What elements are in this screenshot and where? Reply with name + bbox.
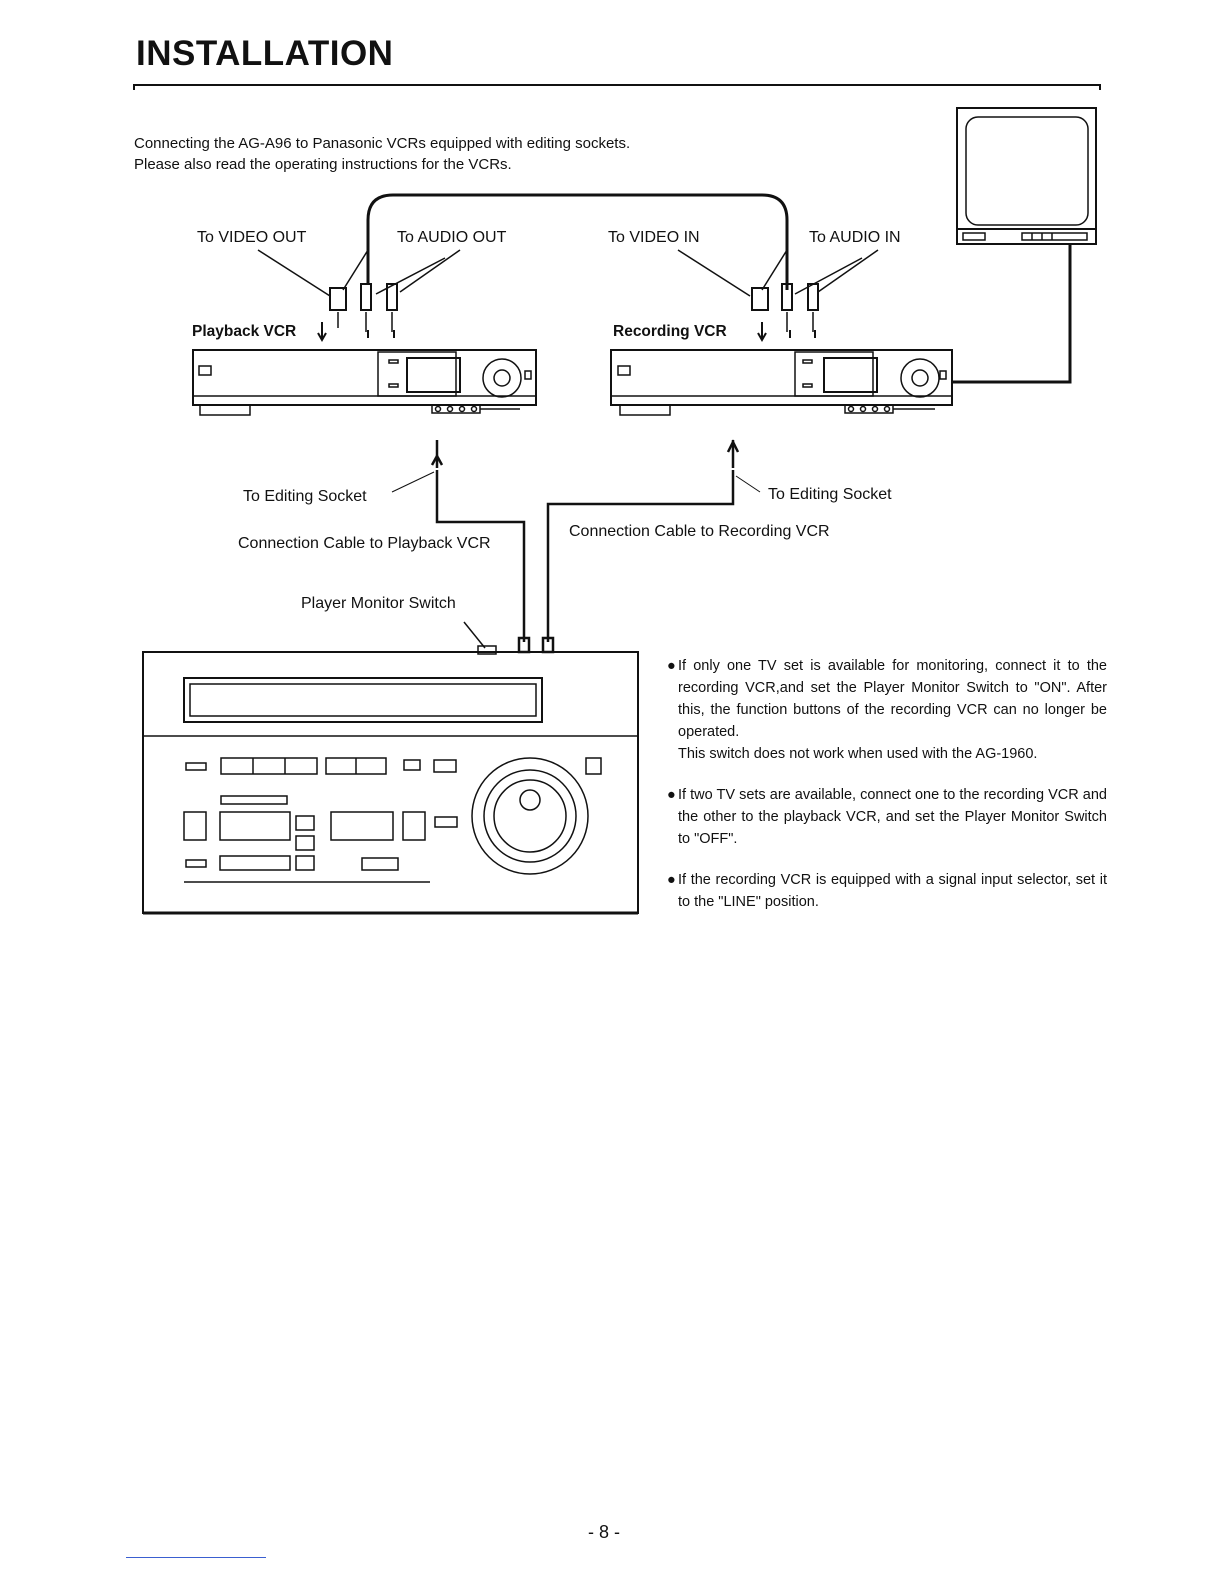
playback-arrows [317, 322, 395, 343]
bullet-icon: ● [667, 787, 676, 803]
bullet-icon: ● [667, 872, 676, 888]
label-cable-recording: Connection Cable to Recording VCR [569, 523, 830, 540]
label-to-audio-out: To AUDIO OUT [397, 229, 507, 246]
note-text: If only one TV set is available for moni… [678, 658, 1107, 740]
note-item: ● If only one TV set is available for mo… [667, 655, 1107, 765]
intro-text: Connecting the AG-A96 to Panasonic VCRs … [134, 133, 630, 175]
label-editing-socket-left: To Editing Socket [243, 488, 367, 505]
playback-plugs [257, 249, 461, 332]
note-text: If the recording VCR is equipped with a … [678, 872, 1107, 910]
label-recording-vcr: Recording VCR [613, 323, 727, 340]
note-item: ● If two TV sets are available, connect … [667, 784, 1107, 850]
note-text: This switch does not work when used with… [678, 746, 1038, 762]
recording-plugs [677, 249, 879, 332]
tv-monitor [956, 107, 1097, 245]
note-item: ● If the recording VCR is equipped with … [667, 869, 1107, 913]
label-to-video-out: To VIDEO OUT [197, 229, 307, 246]
intro-line-1: Connecting the AG-A96 to Panasonic VCRs … [134, 135, 631, 152]
label-editing-socket-right: To Editing Socket [768, 486, 892, 503]
recording-arrows [757, 322, 816, 343]
editing-cables [391, 439, 761, 654]
label-playback-vcr: Playback VCR [192, 323, 297, 340]
label-to-video-in: To VIDEO IN [608, 229, 700, 246]
label-cable-playback: Connection Cable to Playback VCR [238, 535, 491, 552]
intro-line-2: Please also read the operating instructi… [134, 156, 512, 173]
note-text: If two TV sets are available, connect on… [678, 787, 1107, 847]
recording-vcr [610, 349, 953, 416]
label-player-monitor-switch: Player Monitor Switch [301, 595, 456, 612]
playback-vcr [192, 349, 537, 416]
bullet-icon: ● [667, 658, 676, 674]
editing-controller [142, 645, 639, 915]
page-title: INSTALLATION [136, 34, 394, 73]
notes-list: ● If only one TV set is available for mo… [667, 655, 1107, 932]
footer-line [126, 1557, 266, 1558]
title-rule [133, 84, 1101, 90]
page-number: - 8 - [588, 1522, 621, 1542]
connection-diagram [142, 107, 1097, 915]
label-to-audio-in: To AUDIO IN [809, 229, 901, 246]
